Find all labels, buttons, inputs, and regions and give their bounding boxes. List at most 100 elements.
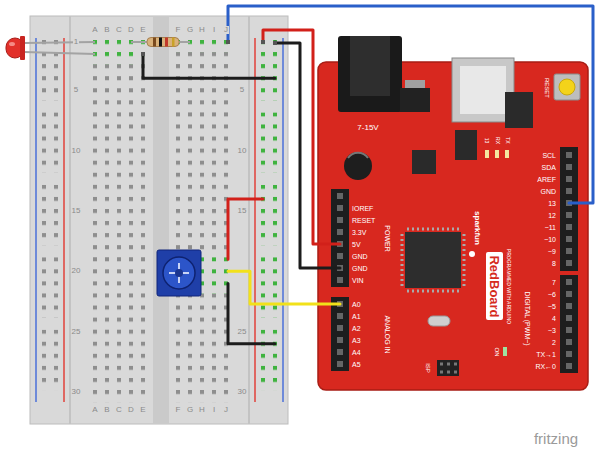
row-number: 1	[73, 38, 79, 46]
header-pins	[337, 193, 343, 289]
breadboard	[30, 16, 288, 424]
crystal	[428, 316, 450, 326]
pin-header	[331, 189, 349, 287]
rail-holes	[42, 330, 66, 390]
power-led	[503, 347, 507, 356]
reset-button	[554, 74, 580, 100]
wire-ends	[141, 40, 277, 56]
row-number: 20	[71, 267, 82, 275]
power-rail-holes	[42, 40, 285, 390]
board-subtitle: PROGRAMMED WITH ARDUINO	[507, 248, 512, 323]
pin-label: ~11	[545, 224, 556, 231]
capacitor-mark	[348, 153, 368, 158]
reset-label: RESET	[544, 78, 550, 98]
resistor-band	[153, 38, 156, 47]
resistor-band	[172, 38, 175, 47]
column-letter: I	[212, 26, 216, 34]
row-number: 15	[71, 207, 82, 215]
resistor-band	[165, 38, 168, 47]
led-label: RX	[494, 137, 499, 144]
rail-holes	[261, 257, 285, 317]
row-number: 15	[237, 207, 248, 215]
status-led	[485, 150, 489, 158]
resistor-symbol	[131, 38, 190, 47]
header-pins	[566, 152, 572, 272]
rail-holes	[42, 185, 66, 245]
rail-holes	[261, 112, 285, 172]
power-jack	[338, 36, 402, 112]
board-name: RedBoard	[488, 255, 501, 317]
wire-end	[141, 52, 145, 56]
rail-holes	[261, 330, 285, 390]
header-title: ANALOG IN	[384, 315, 391, 353]
jumper-wire	[228, 271, 340, 304]
pin-label: VIN	[352, 277, 364, 284]
column-letter: A	[91, 406, 98, 414]
pin-label: IOREF	[352, 205, 373, 212]
pin-label: A2	[352, 325, 361, 332]
column-letter: I	[212, 406, 216, 414]
pin-label: GND	[352, 265, 368, 272]
pin-header	[560, 147, 578, 271]
row-number: 25	[237, 328, 248, 336]
chip	[455, 130, 477, 160]
jumper-wire	[143, 54, 275, 78]
watermark: fritzing	[534, 431, 578, 446]
voltage-regulator	[400, 88, 430, 112]
header-pins	[566, 279, 572, 375]
pin-label: SCL	[542, 152, 556, 159]
column-letter: G	[186, 26, 194, 34]
led-leg	[24, 52, 95, 54]
jumper-wire	[228, 6, 593, 203]
power-jack-label: 7-15V	[357, 124, 378, 132]
row-number: 10	[237, 147, 248, 155]
led-label: ON	[493, 348, 499, 357]
pin-label: 2	[552, 339, 556, 346]
potentiometer-knob	[163, 257, 195, 289]
pin-label: ~3	[548, 327, 556, 334]
jumper-wire	[275, 42, 340, 268]
header-label: ISP	[425, 363, 431, 373]
led-leg	[24, 42, 95, 43]
column-letter: D	[127, 26, 135, 34]
pin-label: SDA	[542, 164, 556, 171]
chip-pins	[463, 234, 466, 286]
resistor-body	[147, 38, 179, 47]
jumper-wire	[228, 199, 263, 259]
pin-label: RX←0	[535, 363, 556, 370]
column-letter: H	[198, 406, 206, 414]
led-highlight	[9, 42, 15, 46]
wire-end	[261, 40, 265, 44]
brand-flame	[469, 251, 475, 257]
header-pins	[337, 301, 343, 373]
row-number: 5	[73, 86, 79, 94]
led-flange	[20, 36, 25, 60]
column-letter: H	[198, 26, 206, 34]
pin-label: 12	[548, 212, 556, 219]
rail-holes	[42, 257, 66, 317]
row-number: 10	[71, 147, 82, 155]
potentiometer-center	[175, 269, 183, 277]
header-title: POWER	[383, 225, 390, 251]
microcontroller-board	[318, 36, 588, 390]
pin-label: ~10	[544, 236, 556, 243]
regulator-tab	[405, 80, 425, 89]
column-letter: E	[139, 26, 146, 34]
board-name-plate	[486, 252, 503, 320]
usb-connector-inner	[460, 66, 506, 114]
pin-label: GND	[540, 188, 556, 195]
column-letter: J	[223, 26, 229, 34]
led	[6, 36, 95, 60]
status-led	[495, 150, 499, 158]
pin-label: TX→1	[536, 351, 556, 358]
column-letter: B	[103, 26, 110, 34]
pin-label: A5	[352, 361, 361, 368]
column-letter: E	[139, 406, 146, 414]
pin-label: A3	[352, 337, 361, 344]
reset-button-cap	[559, 79, 575, 95]
led-label: TX	[504, 137, 509, 143]
pin-label: 8	[552, 260, 556, 267]
pin-label: ~9	[548, 248, 556, 255]
